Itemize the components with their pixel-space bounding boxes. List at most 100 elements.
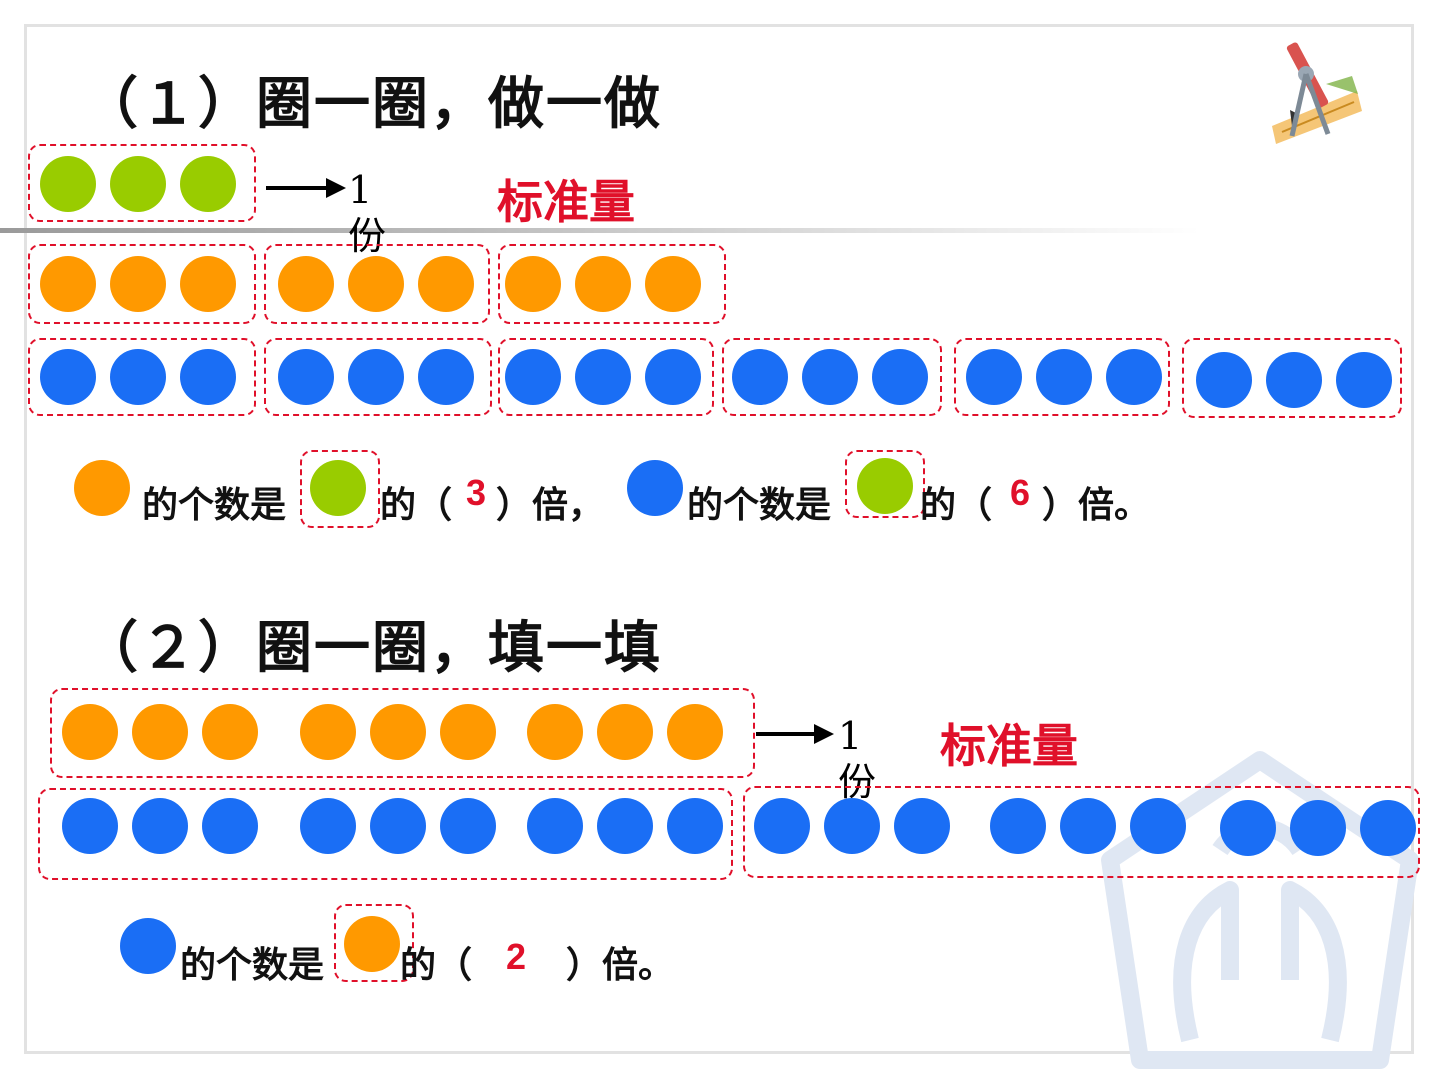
orange-dot xyxy=(132,704,188,760)
orange-dot-inline xyxy=(344,916,400,972)
blue-dot xyxy=(527,798,583,854)
orange-dot xyxy=(645,256,701,312)
orange-dot xyxy=(597,704,653,760)
orange-dot xyxy=(202,704,258,760)
blue-dot xyxy=(300,798,356,854)
blue-dot xyxy=(348,349,404,405)
blue-dot-inline xyxy=(120,918,176,974)
orange-group-box xyxy=(28,244,256,324)
orange-dot xyxy=(40,256,96,312)
blue-dot-inline xyxy=(627,460,683,516)
sentence1-part3: ）倍， xyxy=(496,484,605,526)
blue-dot xyxy=(754,798,810,854)
green-dot xyxy=(180,156,236,212)
blue-group-box xyxy=(743,786,1420,878)
arrow-icon xyxy=(756,724,834,744)
sentence1-part5: 的（ xyxy=(920,484,993,526)
blue-dot xyxy=(1266,352,1322,408)
blue-dot xyxy=(1060,798,1116,854)
blue-group-box xyxy=(722,338,942,416)
blue-dot xyxy=(202,798,258,854)
blue-dot xyxy=(62,798,118,854)
orange-dot xyxy=(180,256,236,312)
blue-group-box xyxy=(954,338,1170,416)
blue-dot xyxy=(990,798,1046,854)
blue-dot xyxy=(1290,800,1346,856)
green-dot-inline xyxy=(310,460,366,516)
blue-dot xyxy=(966,349,1022,405)
orange-dot xyxy=(505,256,561,312)
sentence2-part3: ）倍。 xyxy=(566,944,675,986)
sentence1-part6: ）倍。 xyxy=(1042,484,1151,526)
blue-group-box xyxy=(38,788,733,880)
arrow-icon xyxy=(266,178,346,198)
slide-frame xyxy=(24,24,1414,1054)
orange-dot xyxy=(278,256,334,312)
blue-dot xyxy=(110,349,166,405)
orange-group-box xyxy=(498,244,726,324)
section2-heading: （２）圈一圈，填一填 xyxy=(82,615,662,681)
orange-dot xyxy=(300,704,356,760)
blue-dot xyxy=(597,798,653,854)
inline-orange-box xyxy=(334,904,414,982)
divider-line xyxy=(0,228,1200,233)
compass-ruler-pencil-icon xyxy=(1272,42,1362,144)
unit-label: 1份 xyxy=(348,168,387,258)
unit-label: 1份 xyxy=(838,714,877,804)
answer-6: 6 xyxy=(1010,472,1031,513)
orange-dot xyxy=(110,256,166,312)
answer-2: 2 xyxy=(506,936,527,977)
blue-group-box xyxy=(1182,338,1402,418)
answer-3: 3 xyxy=(466,472,487,513)
orange-dot xyxy=(575,256,631,312)
blue-group-box xyxy=(264,338,492,416)
blue-dot xyxy=(278,349,334,405)
blue-dot xyxy=(132,798,188,854)
orange-dot xyxy=(418,256,474,312)
green-dot xyxy=(40,156,96,212)
blue-dot xyxy=(575,349,631,405)
blue-dot xyxy=(1106,349,1162,405)
standard-label: 标准量 xyxy=(497,175,635,229)
green-dot-inline xyxy=(857,458,913,514)
blue-dot xyxy=(370,798,426,854)
sentence1-part4: 的个数是 xyxy=(687,484,832,526)
orange-group-box xyxy=(264,244,490,324)
standard-group-box xyxy=(28,144,256,222)
orange-dot xyxy=(527,704,583,760)
section1-heading: （１）圈一圈，做一做 xyxy=(82,71,662,137)
orange-dot xyxy=(62,704,118,760)
standard-group-box xyxy=(50,688,755,778)
blue-dot xyxy=(440,798,496,854)
blue-dot xyxy=(894,798,950,854)
blue-dot xyxy=(1360,800,1416,856)
blue-dot xyxy=(1336,352,1392,408)
blue-dot xyxy=(872,349,928,405)
inline-green-box xyxy=(300,450,380,528)
orange-dot xyxy=(370,704,426,760)
orange-dot xyxy=(440,704,496,760)
blue-dot xyxy=(1220,800,1276,856)
orange-dot xyxy=(667,704,723,760)
sentence1-part2: 的（ xyxy=(380,484,453,526)
blue-group-box xyxy=(28,338,256,416)
blue-dot xyxy=(667,798,723,854)
sentence1-part1: 的个数是 xyxy=(142,484,287,526)
blue-dot xyxy=(1130,798,1186,854)
blue-dot xyxy=(505,349,561,405)
blue-dot xyxy=(180,349,236,405)
blue-dot xyxy=(732,349,788,405)
blue-dot xyxy=(645,349,701,405)
blue-dot xyxy=(418,349,474,405)
blue-dot xyxy=(1196,352,1252,408)
blue-dot xyxy=(802,349,858,405)
blue-dot xyxy=(40,349,96,405)
orange-dot-inline xyxy=(74,460,130,516)
blue-dot xyxy=(824,798,880,854)
blue-dot xyxy=(1036,349,1092,405)
blue-group-box xyxy=(498,338,714,416)
green-dot xyxy=(110,156,166,212)
standard-label: 标准量 xyxy=(940,719,1078,773)
sentence2-part1: 的个数是 xyxy=(180,944,325,986)
inline-green-box xyxy=(845,450,925,518)
